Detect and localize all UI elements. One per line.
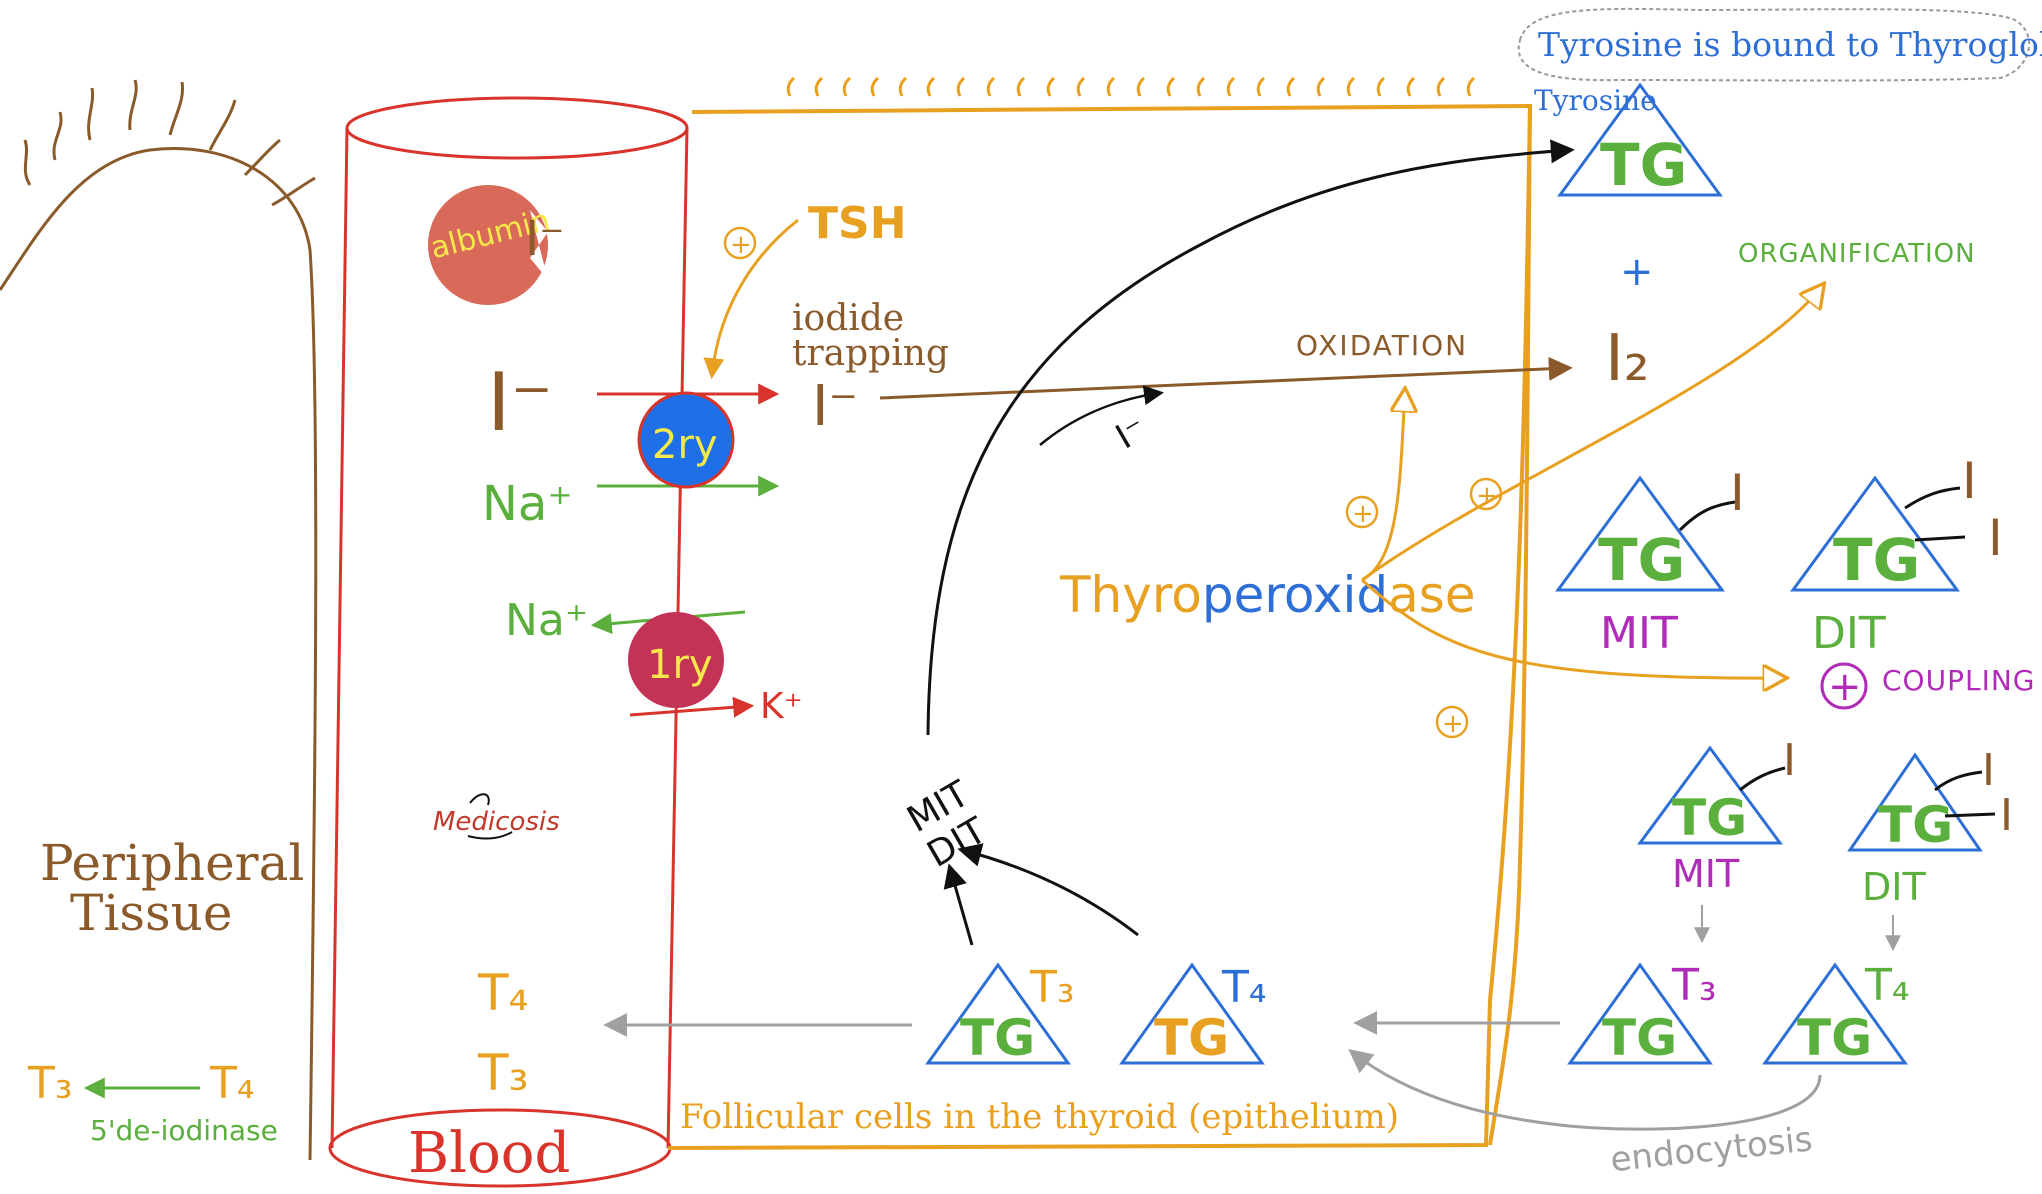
iodine-i2: I₂ xyxy=(1605,322,1650,396)
mit-small-iodine: I xyxy=(1783,735,1796,786)
thyroperoxidase-label: Thyroperoxidase xyxy=(1059,566,1476,624)
iodide-trapping-label-2: trapping xyxy=(792,333,949,374)
coupling-label: COUPLING xyxy=(1882,664,2035,697)
t3-right-label: T₃ xyxy=(1671,960,1717,1011)
tpo-coupling-arrow xyxy=(1360,578,1785,678)
peripheral-tissue-label-line1: Peripheral xyxy=(40,834,304,892)
vessel-top xyxy=(345,96,689,160)
follicular-cells-label: Follicular cells in the thyroid (epithel… xyxy=(680,1097,1399,1137)
svg-text:1ry: 1ry xyxy=(647,642,713,688)
svg-text:Tyrosine is bound to Thyroglob: Tyrosine is bound to Thyroglobulin xyxy=(1538,25,2042,64)
k-influx-arrow xyxy=(629,696,755,718)
dit-iodine-1: I xyxy=(1962,452,1977,510)
medicosis-logo: Medicosis xyxy=(433,793,560,840)
iodide-trapping-label-1: iodide xyxy=(792,298,904,339)
svg-text:TG: TG xyxy=(1600,131,1687,199)
t3-center-label: T₃ xyxy=(1029,962,1075,1013)
vessel-left-wall xyxy=(330,127,349,1149)
svg-text:TG: TG xyxy=(1598,526,1685,594)
tpo-plus-3: + xyxy=(1442,709,1464,739)
tg-mit-small-triangle: TG xyxy=(1637,745,1786,847)
cell-microvilli xyxy=(786,76,1476,97)
mit-dit-arrow-2 xyxy=(957,843,1139,937)
peripheral-t3: T₃ xyxy=(27,1058,73,1109)
coupling-plus-circle xyxy=(1820,662,1868,710)
blood-na-plus-out: Na⁺ xyxy=(505,595,588,646)
t4-right-label: T₄ xyxy=(1864,960,1910,1011)
tg-t4-right-triangle: TG xyxy=(1762,962,1908,1067)
dit-label: DIT xyxy=(1812,608,1886,659)
organification-label: ORGANIFICATION xyxy=(1738,239,1976,269)
tsh-plus-circle xyxy=(723,226,757,260)
blood-iodide: I⁻ xyxy=(487,356,553,449)
peripheral-tissue-outline xyxy=(0,147,318,1161)
dit-small-label: DIT xyxy=(1862,865,1926,909)
svg-text:TG: TG xyxy=(1602,1009,1677,1067)
recycle-arrow xyxy=(926,139,1575,736)
svg-text:2ry: 2ry xyxy=(652,422,718,468)
tpo-plus-2: + xyxy=(1476,481,1498,511)
albumin-iodide: I⁻ xyxy=(525,211,565,267)
tg-t4-center-triangle: TG xyxy=(1119,962,1265,1067)
coupling-plus-sign: + xyxy=(1828,664,1862,710)
svg-text:TG: TG xyxy=(1154,1009,1229,1067)
mit-dit-arrow-1 xyxy=(943,863,974,946)
tpo-oxidation-arrow xyxy=(1361,390,1405,582)
recycled-iodide-arrow xyxy=(1039,385,1164,446)
mit-label: MIT xyxy=(1600,608,1678,659)
tsh-plus-sign: + xyxy=(730,230,752,260)
mit-small-label: MIT xyxy=(1672,852,1740,896)
tg-tyrosine-triangle: TG xyxy=(1557,82,1723,199)
tsh-arrow xyxy=(703,218,799,380)
mit-iodine: I xyxy=(1730,464,1745,522)
tg-t3-center-triangle: TG xyxy=(925,962,1071,1067)
tg-plus-iodine: + xyxy=(1620,249,1654,295)
dit-iodine-2: I xyxy=(1988,509,2003,567)
dit-small-iodine-1: I xyxy=(1982,745,1995,796)
svg-text:TG: TG xyxy=(1672,789,1747,847)
svg-text:TG: TG xyxy=(1833,526,1920,594)
oxidation-label: OXIDATION xyxy=(1296,329,1468,362)
secondary-transporter-icon: 2ry xyxy=(637,391,735,489)
deiodinase-label: 5'de-iodinase xyxy=(90,1114,278,1147)
primary-pump-icon: 1ry xyxy=(628,612,724,708)
microvilli xyxy=(23,79,316,207)
peripheral-tissue-label-line2: Tissue xyxy=(70,884,232,942)
albumin-icon: albumin xyxy=(427,185,553,305)
recycled-iodide: I⁻ xyxy=(1109,409,1153,458)
k-plus-label: K⁺ xyxy=(760,686,803,727)
tpo-organification-arrow xyxy=(1361,285,1823,582)
svg-text:TG: TG xyxy=(1878,796,1953,854)
svg-text:TG: TG xyxy=(960,1009,1035,1067)
tpo-plus-1: + xyxy=(1352,499,1374,529)
blood-label: Blood xyxy=(408,1121,570,1186)
oxidation-arrow xyxy=(879,356,1573,400)
tg-dit-small-triangle: TG xyxy=(1847,752,1996,854)
t4-center-label: T₄ xyxy=(1221,962,1267,1013)
tg-dit-triangle: TG xyxy=(1790,475,1966,594)
follicular-cell-outline xyxy=(667,103,1533,1150)
tpo-plus-circles xyxy=(1345,477,1503,739)
cell-iodide: I⁻ xyxy=(812,374,858,439)
follicular-cell-right-wall xyxy=(1488,105,1532,1146)
tg-mit-triangle: TG xyxy=(1555,475,1736,594)
blood-t4: T₄ xyxy=(477,964,529,1022)
peripheral-t4: T₄ xyxy=(209,1058,255,1109)
endocytosis-arrow-2 xyxy=(1348,1049,1822,1131)
tsh-label: TSH xyxy=(808,198,907,249)
svg-text:TG: TG xyxy=(1797,1009,1872,1067)
tyrosine-bound-callout: Tyrosine is bound to Thyroglobulin xyxy=(1517,7,2042,82)
blood-na-plus: Na⁺ xyxy=(482,476,573,532)
tg-t3-right-triangle: TG xyxy=(1567,962,1713,1067)
blood-t3: T₃ xyxy=(477,1044,529,1102)
dit-small-iodine-2: I xyxy=(2000,790,2013,841)
svg-text:Medicosis: Medicosis xyxy=(433,807,560,837)
